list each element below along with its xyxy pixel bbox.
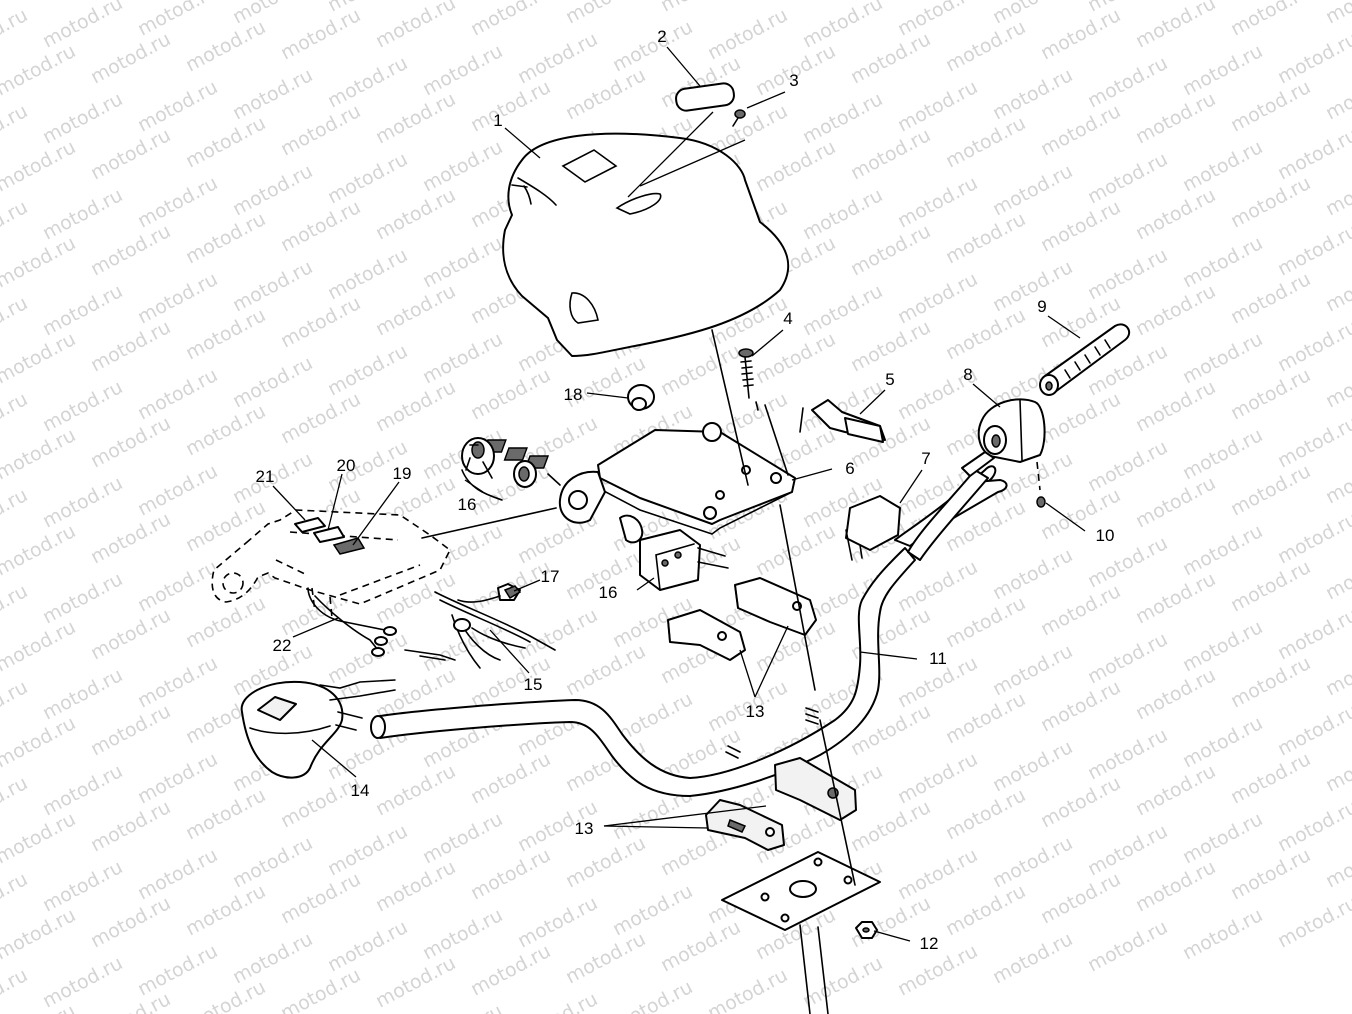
part-5-switch: [799, 399, 886, 443]
callout-15: 15: [524, 675, 543, 694]
callout-4: 4: [783, 309, 792, 328]
part-15-wire-harness: [404, 583, 556, 669]
part-22-harness: [307, 587, 397, 657]
callout-13-lower: 13: [575, 819, 594, 838]
part-1-handlebar-cover: [502, 132, 790, 357]
callout-12: 12: [920, 934, 939, 953]
part-3-screw: [732, 109, 746, 127]
part-14-left-control: [240, 679, 396, 779]
callout-21: 21: [256, 467, 275, 486]
part-13-lower-clamps: [705, 757, 857, 851]
callout-16-lower: 16: [599, 583, 618, 602]
part-17-connector: [503, 585, 522, 600]
part-19-switch: [332, 537, 366, 555]
part-13-upper-clamps: [667, 577, 817, 661]
callout-20: 20: [337, 456, 356, 475]
callout-8: 8: [963, 365, 972, 384]
callout-13-upper: 13: [746, 702, 765, 721]
console-plate-dashed: [211, 509, 452, 619]
part-4-bolt: [738, 348, 754, 399]
callout-17: 17: [541, 567, 560, 586]
mount-plate: [721, 851, 881, 931]
callout-3: 3: [789, 71, 798, 90]
callouts: 1 2 3 4 5 6 7 8 9 10 11 12 13 13 14 15 1…: [256, 27, 1115, 953]
part-20-switch: [313, 526, 345, 543]
part-8-control-housing: [977, 398, 1046, 463]
callout-5: 5: [885, 370, 894, 389]
part-21-switch: [294, 517, 326, 533]
part-11-handlebar: [370, 451, 995, 797]
callout-11: 11: [929, 649, 947, 668]
alignment-lines: [421, 329, 856, 886]
callout-18: 18: [564, 385, 583, 404]
callout-19: 19: [393, 464, 412, 483]
callout-22: 22: [273, 636, 292, 655]
part-18-grommet: [627, 384, 655, 411]
callout-14: 14: [351, 781, 370, 800]
callout-1: 1: [493, 111, 502, 130]
callout-6: 6: [845, 459, 854, 478]
part-6-bracket: [482, 422, 796, 535]
part-16-ignition-switch: [619, 514, 729, 591]
callout-9: 9: [1037, 297, 1046, 316]
steering-column: [799, 924, 829, 1014]
part-2-plate: [675, 82, 735, 112]
callout-7: 7: [921, 449, 930, 468]
leader-lines: [272, 46, 1086, 942]
part-9-grip: [1039, 323, 1131, 396]
part-12-nut: [855, 921, 878, 939]
part-10-screw: [1036, 461, 1046, 508]
part-16-key-switch-upper: [461, 437, 537, 501]
callout-2: 2: [657, 27, 666, 46]
callout-16-upper: 16: [458, 495, 477, 514]
callout-10: 10: [1096, 526, 1115, 545]
